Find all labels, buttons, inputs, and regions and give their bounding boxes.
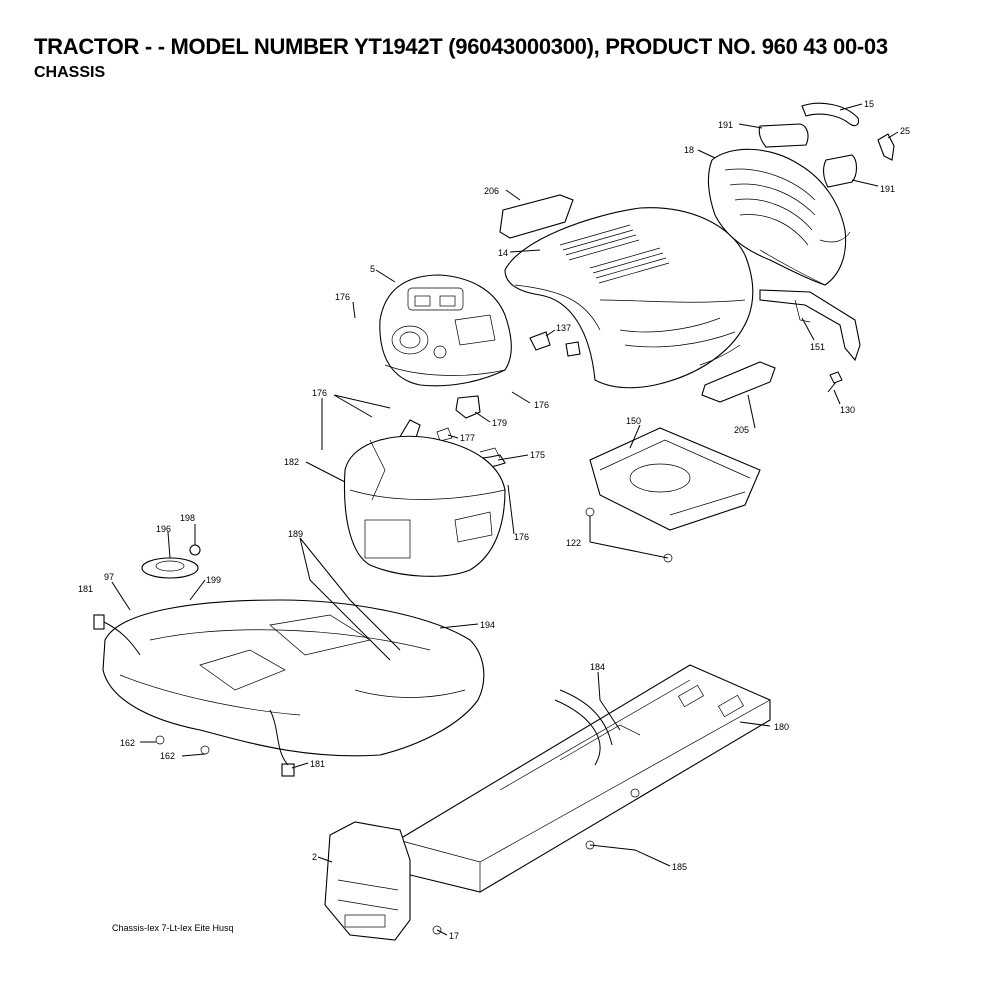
callout-162-b: 162 bbox=[160, 751, 175, 761]
side-panel-205 bbox=[701, 361, 776, 403]
callout-97: 97 bbox=[104, 572, 114, 582]
drawing-caption: Chassis-Iex 7-Lt-Iex Eite Husq bbox=[112, 923, 234, 933]
callout-130: 130 bbox=[840, 405, 855, 415]
callout-175: 175 bbox=[530, 450, 545, 460]
callout-122: 122 bbox=[566, 538, 581, 548]
dash-console-part bbox=[379, 274, 512, 387]
callout-199: 199 bbox=[206, 575, 221, 585]
pan-part-150 bbox=[589, 427, 761, 531]
callout-184: 184 bbox=[590, 662, 605, 672]
callout-5: 5 bbox=[370, 264, 375, 274]
callout-206: 206 bbox=[484, 186, 499, 196]
leader-lines bbox=[111, 103, 899, 936]
callout-150: 150 bbox=[626, 416, 641, 426]
callout-189: 189 bbox=[288, 529, 303, 539]
callout-176-b: 176 bbox=[312, 388, 327, 398]
screw-130 bbox=[827, 371, 843, 393]
callout-181-lower: 181 bbox=[310, 759, 325, 769]
callout-2: 2 bbox=[312, 852, 317, 862]
callout-194: 194 bbox=[480, 620, 495, 630]
callout-25: 25 bbox=[900, 126, 910, 136]
page-subtitle: CHASSIS bbox=[34, 64, 106, 81]
bolt-185b bbox=[630, 788, 640, 798]
callout-205: 205 bbox=[734, 425, 749, 435]
callout-181-upper: 181 bbox=[78, 584, 93, 594]
hood-vent-slots bbox=[559, 224, 670, 284]
emblem-part bbox=[801, 102, 860, 127]
bracket-part-151 bbox=[759, 289, 861, 362]
callout-14: 14 bbox=[498, 248, 508, 258]
callout-176-a: 176 bbox=[335, 292, 350, 302]
clip-part-177 bbox=[436, 427, 453, 442]
headlight-lens-upper bbox=[758, 123, 809, 148]
callout-191-lower: 191 bbox=[880, 184, 895, 194]
callout-180: 180 bbox=[774, 722, 789, 732]
callout-162-a: 162 bbox=[120, 738, 135, 748]
ignition-part-179 bbox=[455, 395, 481, 419]
callout-15: 15 bbox=[864, 99, 874, 109]
callout-198: 198 bbox=[180, 513, 195, 523]
bolt-162b bbox=[200, 745, 210, 755]
hood-part bbox=[504, 207, 754, 389]
connector-181a bbox=[93, 614, 105, 630]
page-title: TRACTOR - - MODEL NUMBER YT1942T (960430… bbox=[34, 34, 888, 59]
dash-support-182 bbox=[343, 435, 506, 577]
callout-labels: 15 191 25 18 191 206 14 5 176 137 151 17… bbox=[78, 99, 910, 941]
callout-182: 182 bbox=[284, 457, 299, 467]
clip-part-137a bbox=[529, 331, 551, 351]
fastener-198 bbox=[189, 544, 201, 556]
wire-harness bbox=[103, 621, 141, 656]
callout-151: 151 bbox=[810, 342, 825, 352]
callout-177: 177 bbox=[460, 433, 475, 443]
bolt-122b bbox=[663, 553, 673, 563]
callout-17: 17 bbox=[449, 931, 459, 941]
footrest-part bbox=[102, 599, 485, 757]
bolt-122a bbox=[585, 507, 595, 517]
bolt-17 bbox=[432, 925, 442, 935]
callout-185: 185 bbox=[672, 862, 687, 872]
callout-176-c: 176 bbox=[534, 400, 549, 410]
callout-137: 137 bbox=[556, 323, 571, 333]
callout-191-upper: 191 bbox=[718, 120, 733, 130]
headlight-lens-lower bbox=[823, 154, 858, 188]
connector-181b bbox=[281, 763, 295, 777]
bracket-part bbox=[877, 133, 895, 161]
grille-housing-part bbox=[707, 148, 851, 286]
front-bracket-2 bbox=[324, 821, 411, 941]
harness-184 bbox=[554, 689, 613, 766]
bolt-162a bbox=[155, 735, 165, 745]
clip-part-137b bbox=[565, 341, 581, 357]
callout-196: 196 bbox=[156, 524, 171, 534]
hood-panel-206 bbox=[499, 194, 574, 239]
callout-18: 18 bbox=[684, 145, 694, 155]
callout-179: 179 bbox=[492, 418, 507, 428]
callout-176-d: 176 bbox=[514, 532, 529, 542]
